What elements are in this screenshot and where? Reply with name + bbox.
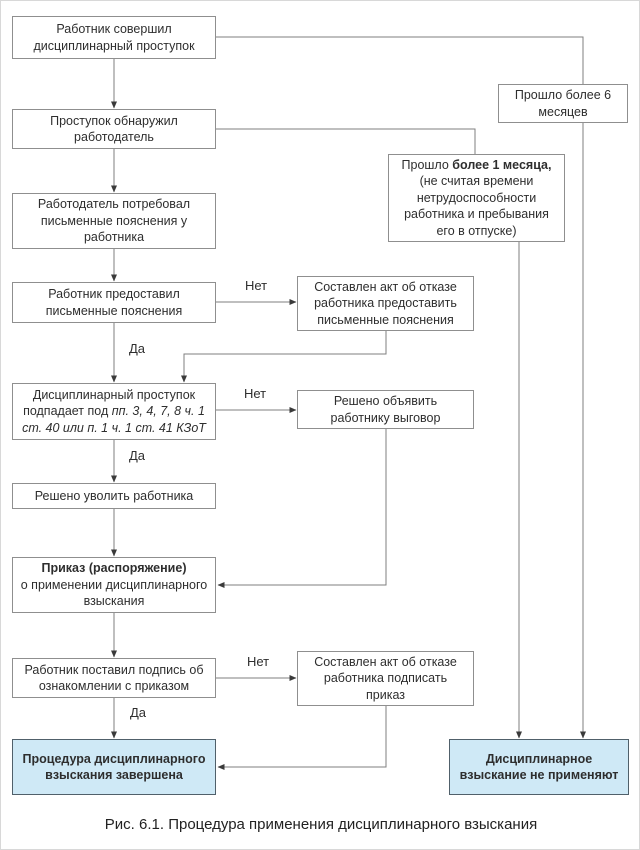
node-six-months-passed: Прошло более 6 месяцев xyxy=(498,84,628,123)
node-one-month-passed: Прошло более 1 месяца,(не считая времени… xyxy=(388,154,565,242)
node-order-signed: Работник поставил подпись об ознакомлени… xyxy=(12,658,216,698)
node-dismissal-decided: Решено уволить работника xyxy=(12,483,216,509)
edge-label-no-1: Нет xyxy=(245,278,268,293)
edge-label-yes-3: Да xyxy=(130,705,147,720)
edge-label-yes-1: Да xyxy=(129,341,146,356)
node-sanction-not-applied: Дисциплинарное взыскание не применяют xyxy=(449,739,629,795)
node-order-issued: Приказ (распоряжение)о применении дисцип… xyxy=(12,557,216,613)
edge-label-no-2: Нет xyxy=(244,386,267,401)
node-reprimand-decided: Решено объявить работнику выговор xyxy=(297,390,474,429)
node-explanations-demanded: Работодатель потребовал письменные поясн… xyxy=(12,193,216,249)
node-misconduct-committed: Работник совершил дисциплинарный проступ… xyxy=(12,16,216,59)
node-explanations-provided: Работник предоставил письменные пояснени… xyxy=(12,282,216,323)
node-misconduct-discovered: Проступок обнаружил работодатель xyxy=(12,109,216,149)
node-procedure-completed: Процедура дисциплинарного взыскания заве… xyxy=(12,739,216,795)
node-falls-under-articles: Дисциплинарный проступок подпадает под п… xyxy=(12,383,216,440)
edge-label-yes-2: Да xyxy=(129,448,146,463)
node-act-refuse-sign: Составлен акт об отказе работника подпис… xyxy=(297,651,474,706)
edge-label-no-3: Нет xyxy=(247,654,270,669)
node-act-refuse-explanations: Составлен акт об отказе работника предос… xyxy=(297,276,474,331)
figure-caption: Рис. 6.1. Процедура применения дисциплин… xyxy=(104,816,538,833)
